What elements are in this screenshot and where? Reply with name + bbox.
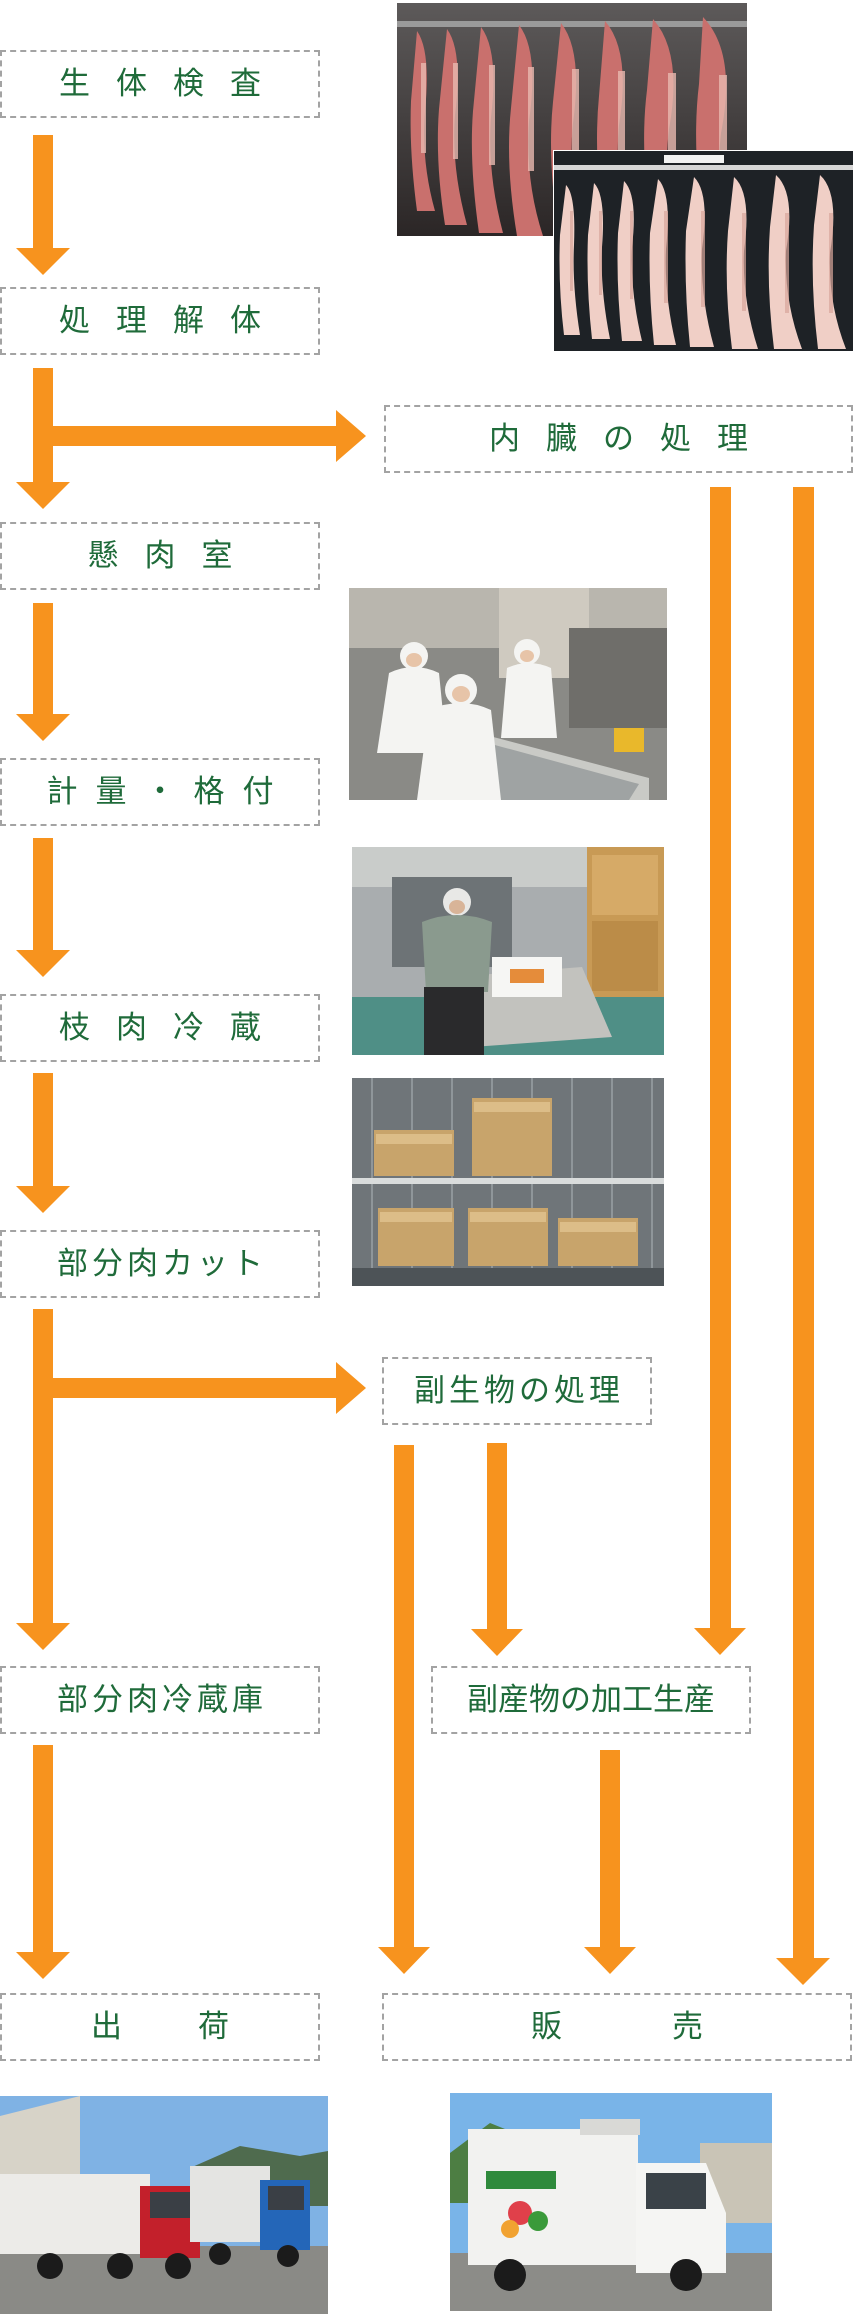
arrow-processing-to-sales bbox=[584, 1750, 636, 1974]
arrow-offal-to-sales bbox=[776, 487, 830, 1985]
arrow-slaughter-to-offal bbox=[53, 410, 366, 462]
arrow-cut-to-byproduct bbox=[53, 1362, 366, 1414]
step-shipping: 出荷 bbox=[0, 1993, 320, 2061]
arrow-cut-to-storage bbox=[16, 1309, 70, 1650]
step-inspection: 生体検査 bbox=[0, 50, 320, 118]
arrow-hanging-to-weigh bbox=[16, 603, 70, 741]
arrow-byproduct-to-processing bbox=[471, 1443, 523, 1656]
photo-worker-packing bbox=[352, 847, 664, 1055]
arrow-byproduct-to-sales bbox=[378, 1445, 430, 1974]
photo-small-truck bbox=[450, 2093, 772, 2311]
arrow-storage-to-shipping bbox=[16, 1745, 70, 1979]
step-sales: 販売 bbox=[382, 1993, 852, 2061]
arrow-inspection-to-slaughter bbox=[16, 135, 70, 275]
arrow-weigh-to-chill bbox=[16, 838, 70, 977]
arrow-offal-to-processing bbox=[694, 487, 746, 1655]
step-offal: 内臓の処理 bbox=[384, 405, 853, 473]
photo-workers-cutting bbox=[349, 588, 667, 800]
step-weigh-grade: 計量・格付 bbox=[0, 758, 320, 826]
step-slaughter: 処理解体 bbox=[0, 287, 320, 355]
photo-pork-carcasses bbox=[553, 150, 854, 352]
step-cut: 部分肉カット bbox=[0, 1230, 320, 1298]
arrow-chill-to-cut bbox=[16, 1073, 70, 1213]
photo-cold-storage bbox=[352, 1078, 664, 1286]
arrow-slaughter-to-hanging bbox=[16, 368, 70, 509]
step-cut-storage: 部分肉冷蔵庫 bbox=[0, 1666, 320, 1734]
step-byproduct: 副生物の処理 bbox=[382, 1357, 652, 1425]
photo-trucks bbox=[0, 2096, 328, 2314]
step-hanging-room: 懸肉室 bbox=[0, 522, 320, 590]
arrow-group bbox=[16, 135, 830, 1985]
step-byproduct-processing: 副産物の加工生産 bbox=[431, 1666, 751, 1734]
step-carcass-chill: 枝肉冷蔵 bbox=[0, 994, 320, 1062]
